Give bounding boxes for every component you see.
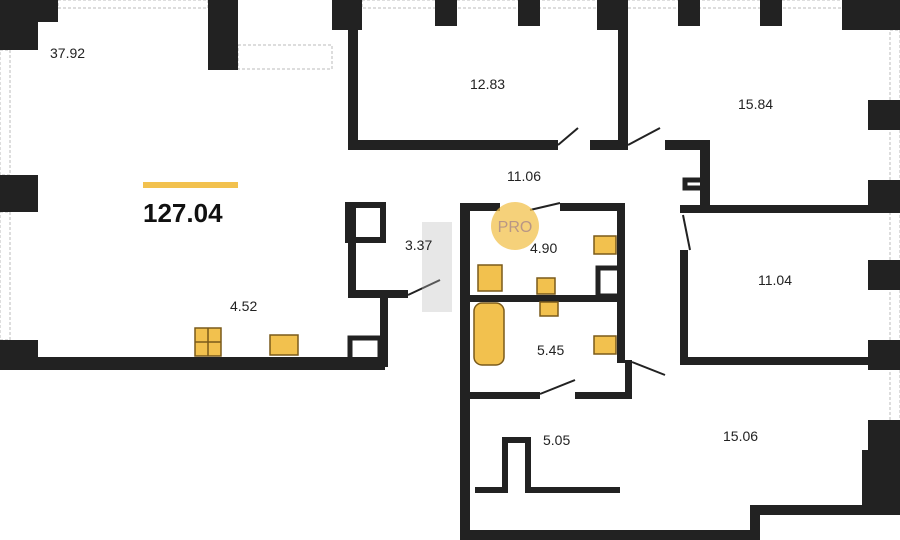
room-area-closet: 3.37 bbox=[405, 237, 433, 253]
room-area-bath-1: 4.90 bbox=[530, 240, 558, 256]
svg-text:PRO: PRO bbox=[498, 219, 533, 236]
room-area-bedroom-top: 12.83 bbox=[470, 76, 506, 92]
shower-icon bbox=[477, 264, 503, 292]
toilet-icon bbox=[593, 235, 617, 255]
room-area-hall: 11.06 bbox=[507, 168, 541, 184]
sink-icon bbox=[539, 301, 559, 317]
room-area-bedroom-bottom-right: 15.06 bbox=[723, 428, 759, 444]
doors bbox=[407, 127, 691, 395]
total-area-bar bbox=[143, 182, 238, 188]
watermark-mark bbox=[422, 222, 452, 312]
room-area-living: 37.92 bbox=[50, 45, 86, 61]
watermark-logo bbox=[491, 202, 539, 250]
toilet-icon bbox=[593, 335, 617, 355]
bathtub-icon bbox=[473, 302, 505, 366]
room-area-bedroom-right: 11.04 bbox=[758, 272, 792, 288]
sink-icon bbox=[536, 277, 556, 295]
total-area: 127.04 bbox=[143, 198, 223, 228]
room-area-bath-2: 5.45 bbox=[537, 342, 565, 358]
kitchen-sink-icon bbox=[269, 334, 299, 356]
room-area-kitchen: 4.52 bbox=[230, 298, 258, 314]
room-area-utility: 5.05 bbox=[543, 432, 571, 448]
room-area-bedroom-top-right: 15.84 bbox=[738, 96, 774, 112]
